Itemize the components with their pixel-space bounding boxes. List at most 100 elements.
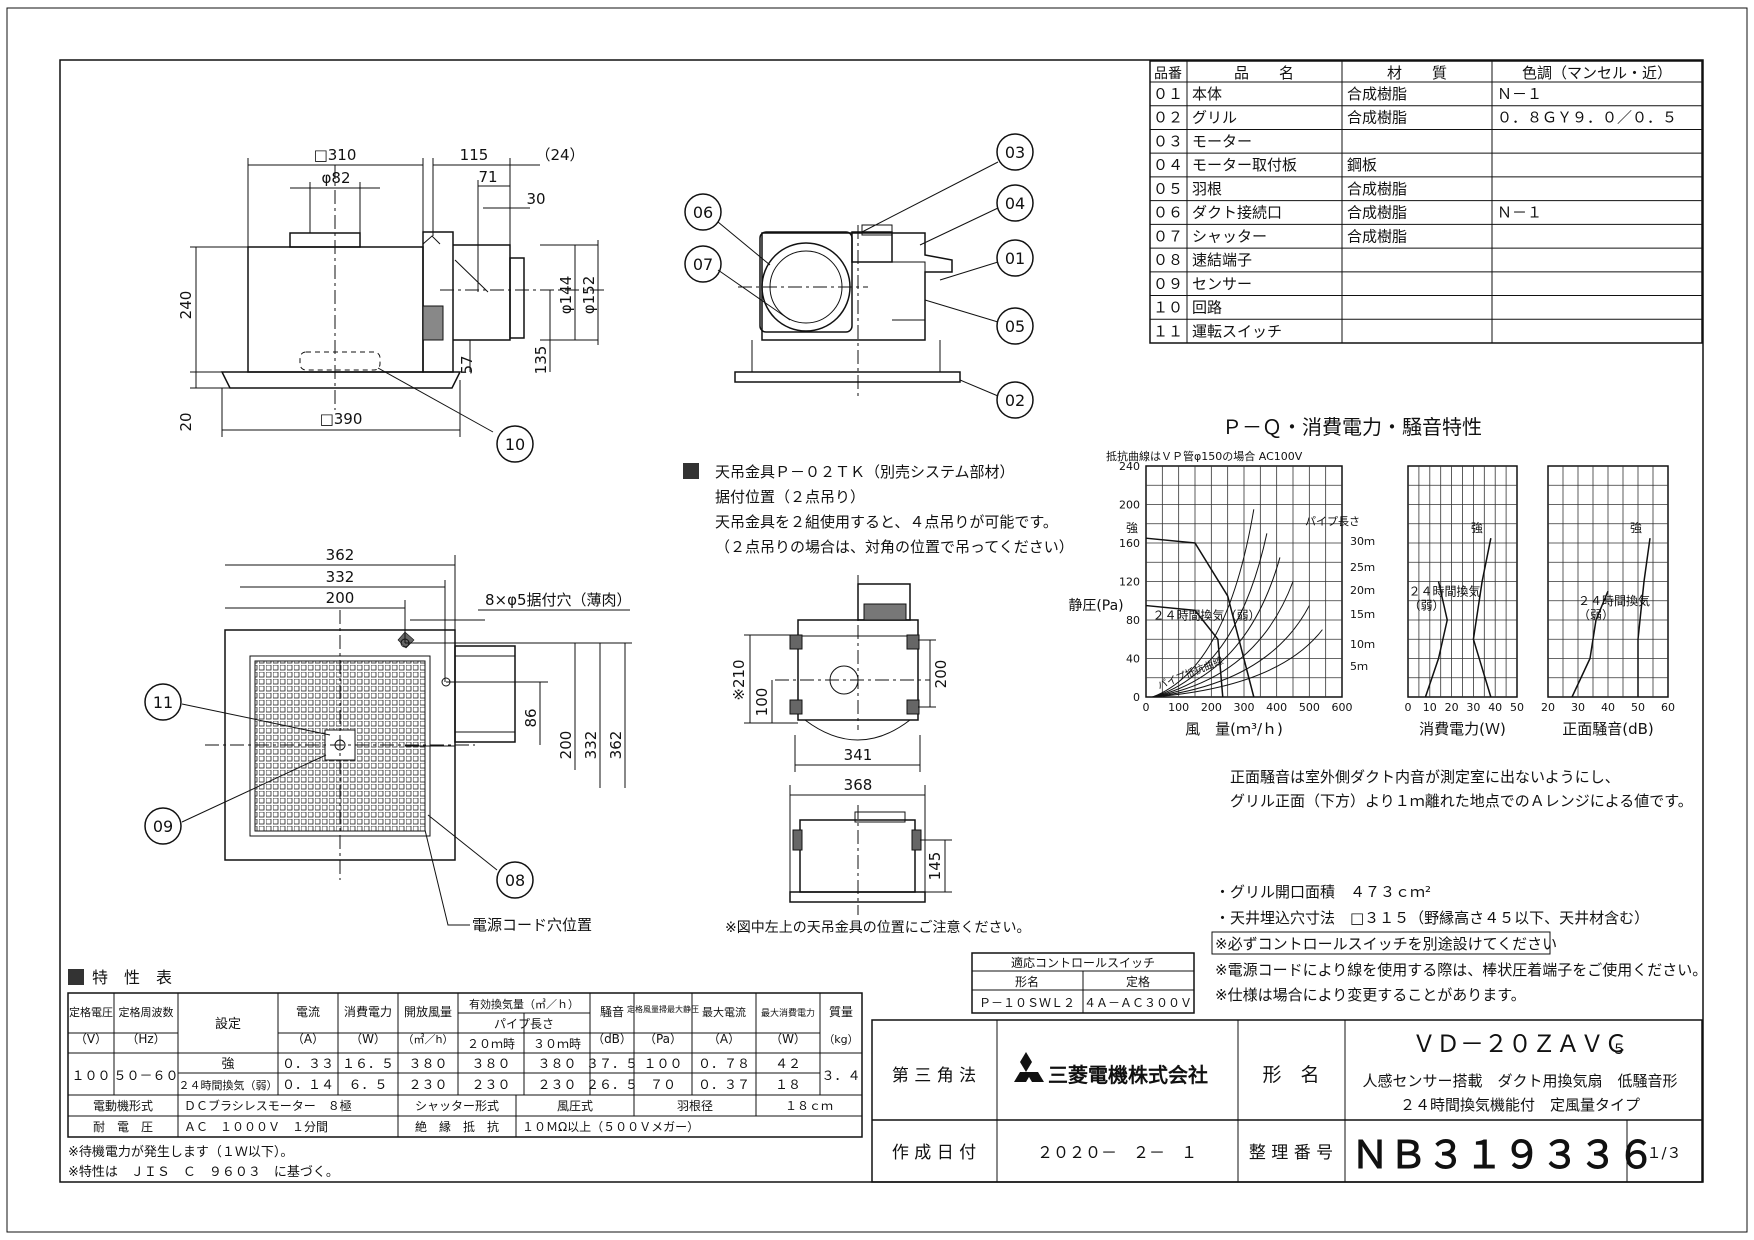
callout-10-label: 10 <box>505 435 525 454</box>
dim-br-200: 200 <box>932 660 950 689</box>
ch-h-30m: ３０ｍ時 <box>533 1037 581 1051</box>
control-switch-table: 適応コントロールスイッチ 形名 定格 Ｐ－１０ＳＷＬ２ ４Ａ－ＡＣ３００Ｖ <box>971 952 1195 1014</box>
callout-01-label: 01 <box>1005 249 1025 268</box>
spec-notes: ・グリル開口面積 ４７３ｃｍ² ・天井埋込穴寸法 □３１５（野縁高さ４５以下、天… <box>1211 883 1707 1004</box>
callout-08 <box>496 861 534 899</box>
pipe-length-label: 20ｍ <box>1350 584 1375 597</box>
tb-model: ＶＤ－２０ＺＡＶＣ <box>1412 1030 1628 1058</box>
noise-note-2: グリル正面（下方）より１ｍ離れた地点でのＡレンジによる値です。 <box>1230 792 1693 810</box>
char-cell: ６．５ <box>348 1078 387 1093</box>
callout-03-label: 03 <box>1005 143 1025 162</box>
callout-10 <box>496 425 534 463</box>
pipe-curve <box>1152 629 1323 698</box>
pipe-length-label: パイプ長さ <box>1305 515 1360 528</box>
ch-withstand-label: 耐 電 圧 <box>93 1120 153 1134</box>
chart-series-label: （弱） <box>1409 599 1445 613</box>
hatched-bracket-legend <box>683 463 699 479</box>
chart-xtick: 400 <box>1266 701 1287 714</box>
dim-b-362v: 362 <box>607 731 625 760</box>
chart-xtick: 60 <box>1661 701 1675 714</box>
ch-h-voltage-u: （V） <box>75 1032 107 1046</box>
chart-series-line <box>1424 581 1449 698</box>
ch-note-2: ※特性は ＪＩＳ Ｃ ９６０３ に基づく。 <box>68 1165 339 1180</box>
ch-h-mass: 質量 <box>829 1004 853 1019</box>
ch-h-current: 電流 <box>296 1005 320 1019</box>
chart-series-line <box>1145 604 1224 698</box>
ch-h-voltage: 定格電圧 <box>69 1005 113 1019</box>
dim-b-332: 332 <box>326 568 355 586</box>
parts-cell: ０７ <box>1153 227 1183 245</box>
char-cell: １００ <box>643 1057 682 1072</box>
callout-04-label: 04 <box>1005 194 1025 213</box>
parts-cell: ０．８ＧＹ９．０／０．５ <box>1497 109 1677 127</box>
chart-ytick: 40 <box>1126 653 1140 666</box>
chart-series-line <box>1472 538 1492 698</box>
sheet-outer-border <box>6 7 1748 1233</box>
parts-cell: 羽根 <box>1192 180 1222 198</box>
parts-cell: ０９ <box>1153 275 1183 293</box>
ch-h-20m: ２０ｍ時 <box>467 1037 515 1051</box>
power-cord-hole-label: 電源コード穴位置 <box>472 916 592 934</box>
ch-freq: ５０－６０ <box>113 1069 178 1084</box>
tb-date: ２０２０－ ２－ １ <box>1037 1143 1197 1162</box>
ch-h-maxcur-u: （A） <box>708 1032 740 1046</box>
callout-11-label: 11 <box>153 693 173 712</box>
parts-cell: モーター <box>1192 132 1252 150</box>
note-ceiling-4: （２点吊りの場合は、対角の位置で吊ってください） <box>715 538 1074 556</box>
dim-mount-holes: 8×φ5据付穴（薄肉） <box>485 591 632 609</box>
callout-05 <box>996 307 1034 345</box>
ch-insul: １０ＭΩ以上（５００Ｖメガー） <box>522 1120 699 1134</box>
chart-xlabel: 正面騒音(dB) <box>1562 720 1654 738</box>
tb-page: １/３ <box>1646 1144 1681 1162</box>
parts-cell: ０４ <box>1153 156 1183 174</box>
ch-h-current-u: （A） <box>292 1032 324 1046</box>
callout-11 <box>144 683 182 721</box>
chart-xtick: 0 <box>1143 701 1150 714</box>
pipe-curve <box>1152 605 1310 698</box>
chart-title: Ｐ－Ｑ・消費電力・騒音特性 <box>1222 415 1482 439</box>
chart-ytick: 120 <box>1119 576 1140 589</box>
parts-cell: 鋼板 <box>1347 156 1377 174</box>
char-cell: ０．３３ <box>282 1057 334 1072</box>
chart-xtick: 100 <box>1168 701 1189 714</box>
note-ceiling-2: 据付位置（２点吊り） <box>715 488 865 506</box>
parts-cell: 合成樹脂 <box>1347 204 1407 222</box>
chart-series-line <box>1571 590 1609 698</box>
parts-header-name: 品 名 <box>1234 64 1294 82</box>
parts-cell: 本体 <box>1192 85 1222 103</box>
callout-09-label: 09 <box>153 817 173 836</box>
ch-h-maxpow-u: （W） <box>770 1032 806 1046</box>
chart-ytick: 200 <box>1119 499 1140 512</box>
parts-cell: １１ <box>1153 322 1183 340</box>
parts-cell: １０ <box>1153 299 1183 317</box>
ch-motor-label: 電動機形式 <box>93 1098 153 1113</box>
chart-xtick: 300 <box>1234 701 1255 714</box>
characteristics-table: 特 性 表 定格電圧 （V） 定格周波数 （Hz） 設定 <box>67 968 863 1180</box>
char-cell: ７０ <box>650 1078 676 1093</box>
mitsubishi-logo-icon <box>1014 1052 1044 1082</box>
parts-header-material: 材 質 <box>1387 64 1447 82</box>
parts-cell: 運転スイッチ <box>1192 322 1282 340</box>
callout-07 <box>684 245 722 283</box>
pipe-length-label: 10ｍ <box>1350 638 1375 651</box>
ch-shutter: 風圧式 <box>557 1099 593 1113</box>
char-cell: ０．３７ <box>698 1078 750 1093</box>
chart-xtick: 50 <box>1631 701 1645 714</box>
dim-b-200: 200 <box>326 589 355 607</box>
dim-br-210: ※210 <box>730 659 748 700</box>
char-cell: ３８０ <box>471 1057 510 1072</box>
char-cell: ２６．５ <box>586 1078 638 1093</box>
side-view: □310 φ82 115 （24） 71 30 240 φ144 φ152 57… <box>177 146 605 463</box>
ch-voltage: １００ <box>71 1069 110 1084</box>
noise-note-1: 正面騒音は室外側ダクト内音が測定室に出ないようにし、 <box>1230 768 1620 786</box>
ch-h-power-u: （W） <box>350 1032 386 1046</box>
chart-ytick: 240 <box>1119 460 1140 473</box>
chart-series-label: ２４時間換気 <box>1409 584 1481 599</box>
ch-h-freq: 定格周波数 <box>119 1005 174 1019</box>
parts-cell: ０１ <box>1153 85 1183 103</box>
ch-h-maxpow: 最大消費電力 <box>761 1007 815 1019</box>
dim-br-100: 100 <box>753 688 771 717</box>
parts-cell: シャッター <box>1192 227 1267 245</box>
char-cell: ３７．５ <box>586 1057 638 1072</box>
chart-xtick: 600 <box>1332 701 1353 714</box>
